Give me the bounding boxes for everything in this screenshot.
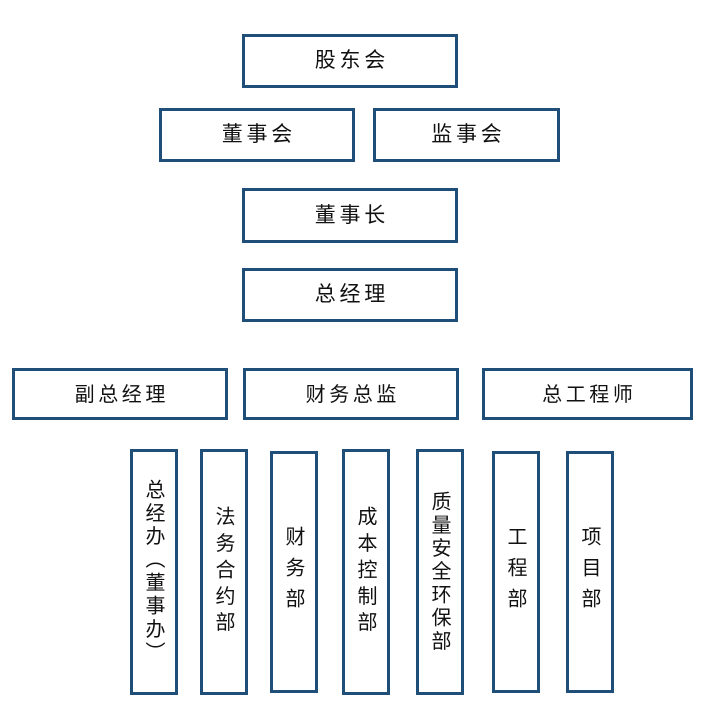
node-chief-engineer[interactable]: 总工程师 — [482, 368, 693, 420]
node-label: 财务总监 — [305, 382, 400, 406]
node-label: 副总经理 — [74, 382, 169, 406]
node-label: 质量安全环保部 — [428, 490, 452, 654]
node-project-department[interactable]: 项目部 — [566, 451, 614, 693]
node-label: 监事会 — [431, 122, 506, 147]
node-general-manager[interactable]: 总经理 — [242, 268, 458, 322]
node-board-of-supervisors[interactable]: 监事会 — [373, 108, 560, 162]
node-label: 董事长 — [314, 202, 390, 227]
node-label: 董事会 — [221, 122, 297, 147]
node-deputy-general-manager[interactable]: 副总经理 — [12, 368, 228, 420]
node-chairman[interactable]: 董事长 — [242, 188, 458, 243]
node-shareholders-meeting[interactable]: 股东会 — [242, 34, 458, 88]
node-label: 总经办（董事办） — [142, 479, 166, 665]
node-label: 法务合约部 — [212, 506, 236, 638]
node-board-of-directors[interactable]: 董事会 — [159, 108, 355, 162]
node-label: 成本控制部 — [354, 506, 378, 638]
node-engineering-department[interactable]: 工程部 — [492, 451, 540, 693]
node-label: 股东会 — [314, 48, 390, 73]
node-legal-contract-department[interactable]: 法务合约部 — [200, 449, 248, 695]
node-label: 项目部 — [578, 525, 602, 619]
node-label: 工程部 — [504, 525, 528, 619]
node-cost-control-department[interactable]: 成本控制部 — [342, 449, 390, 695]
node-general-manager-office[interactable]: 总经办（董事办） — [130, 449, 178, 695]
node-label: 总经理 — [314, 282, 390, 307]
node-quality-safety-environment-department[interactable]: 质量安全环保部 — [416, 449, 464, 695]
node-label: 总工程师 — [542, 382, 637, 406]
node-finance-department[interactable]: 财务部 — [270, 451, 318, 693]
node-label: 财务部 — [282, 525, 306, 619]
node-cfo[interactable]: 财务总监 — [243, 368, 459, 420]
